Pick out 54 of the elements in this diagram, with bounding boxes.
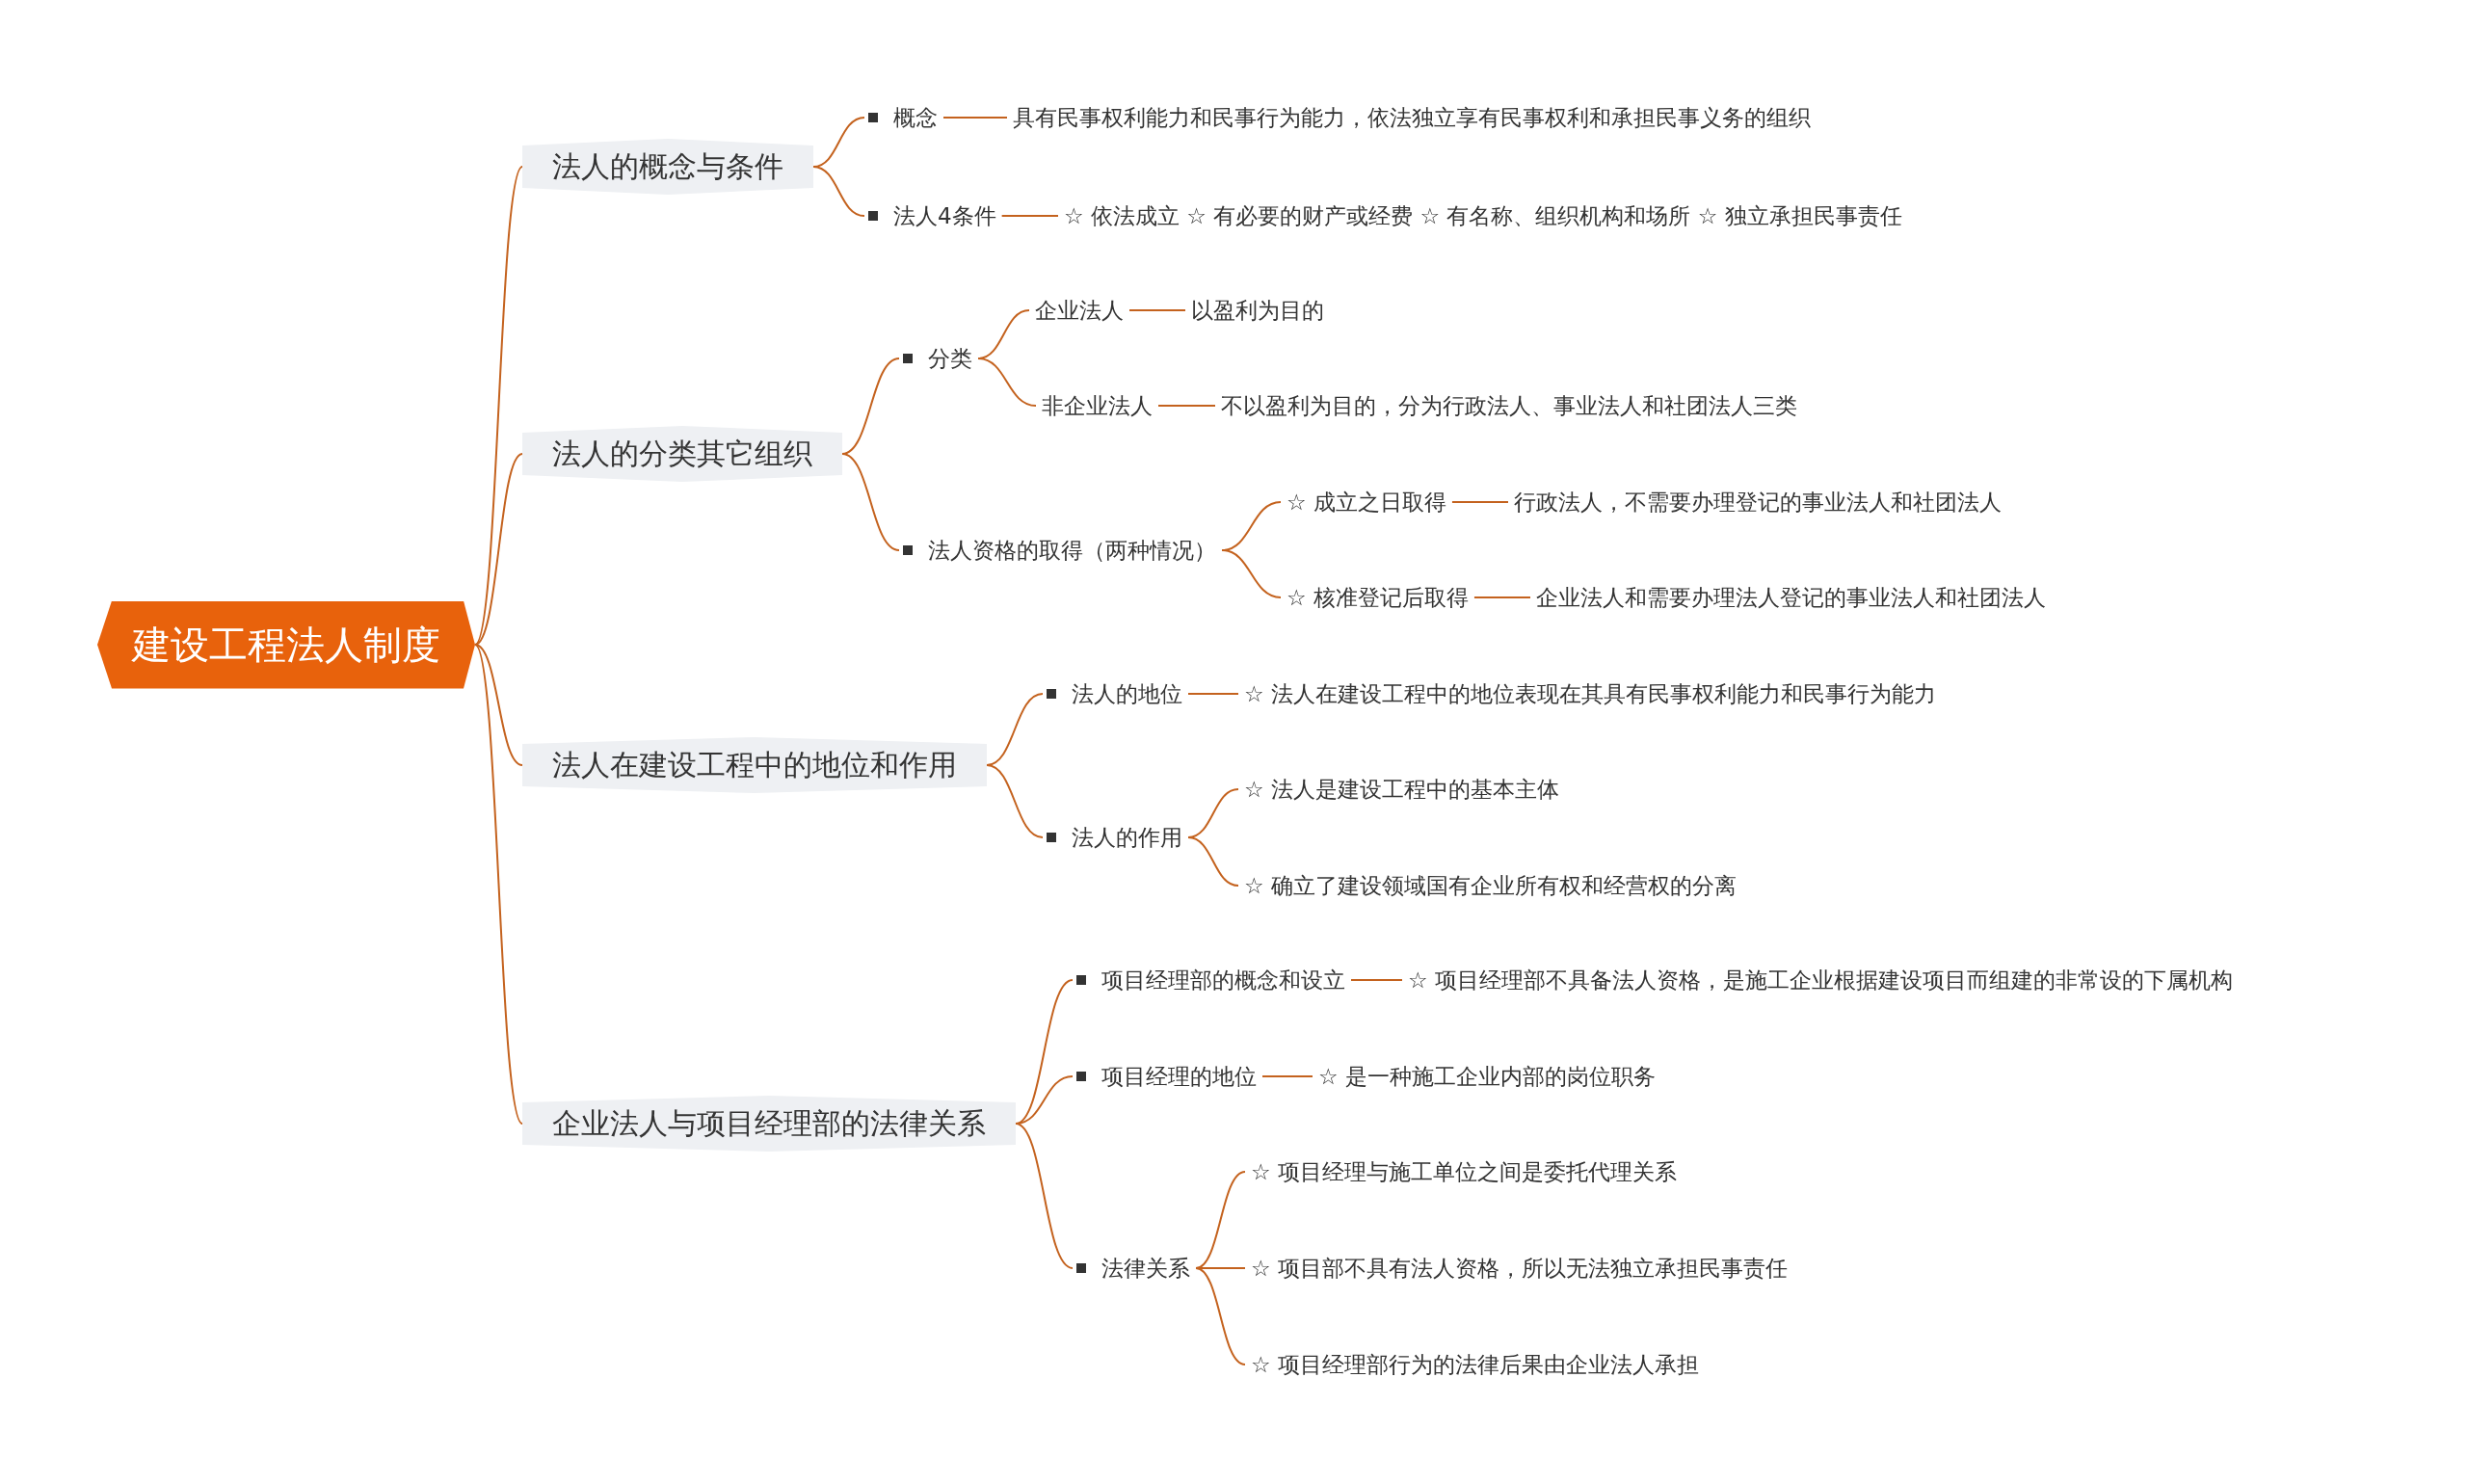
topic-text: 行政法人，不需要办理登记的事业法人和社团法人	[1508, 486, 2007, 518]
topic-text: ☆ 项目经理部不具备法人资格，是施工企业根据建设项目而组建的非常设的下属机构	[1402, 964, 2239, 996]
topic-text: ☆ 成立之日取得	[1281, 486, 1452, 518]
connector-line	[474, 453, 523, 646]
connector-line	[1000, 215, 1059, 217]
topic-text: 企业法人和需要办理法人登记的事业法人和社团法人	[1530, 581, 2052, 614]
topic-text: 企业法人	[1029, 294, 1129, 327]
topic-text: 以盈利为目的	[1185, 294, 1330, 327]
connector-line	[474, 644, 523, 766]
topic-text: 具有民事权利能力和民事行为能力，依法独立享有民事权利和承担民事义务的组织	[1007, 101, 1817, 134]
subtopic-label: 法人的作用	[1072, 823, 1182, 852]
topic-text: ☆ 是一种施工企业内部的岗位职务	[1313, 1060, 1661, 1093]
topic-text: 非企业法人	[1036, 389, 1158, 422]
topic-text: ☆ 项目经理部行为的法律后果由企业法人承担	[1245, 1348, 1705, 1381]
connector-line	[986, 764, 1044, 838]
connector-line	[977, 358, 1037, 407]
connector-line	[812, 166, 865, 217]
topic-text: ☆ 核准登记后取得	[1281, 581, 1474, 614]
subtopic-label: 法律关系	[1101, 1254, 1190, 1283]
subtopic-label: 项目经理部的概念和设立	[1101, 966, 1345, 994]
topic-text: ☆ 确立了建设领域国有企业所有权和经营权的分离	[1238, 869, 1742, 902]
connector-line	[474, 166, 523, 646]
connector-line	[1128, 309, 1186, 311]
subtopic-label: 概念	[893, 103, 938, 132]
subtopic-label: 法人资格的取得（两种情况）	[928, 536, 1216, 565]
topic-text: ☆ 项目经理与施工单位之间是委托代理关系	[1245, 1155, 1683, 1188]
topic-text: ☆ 法人在建设工程中的地位表现在其具有民事权利能力和民事行为能力	[1238, 677, 1942, 710]
connector-line	[1157, 405, 1216, 407]
connector-line	[841, 453, 900, 551]
branch-topic: 法人在建设工程中的地位和作用	[522, 737, 987, 793]
subtopic-label: 法人的地位	[1072, 679, 1182, 708]
connector-line	[1195, 1171, 1246, 1269]
connector-line	[1450, 501, 1509, 503]
central-topic: 建设工程法人制度	[97, 600, 475, 689]
subtopic-label: 法人4条件	[893, 201, 996, 230]
connector-line	[1221, 549, 1282, 598]
branch-topic: 企业法人与项目经理部的法律关系	[522, 1096, 1016, 1152]
connector-line	[1350, 979, 1403, 981]
connector-line	[1015, 1123, 1074, 1269]
connector-line	[1187, 836, 1239, 887]
connector-line	[1472, 596, 1531, 598]
topic-text: 不以盈利为目的，分为行政法人、事业法人和社团法人三类	[1215, 389, 1803, 422]
connector-line	[1187, 693, 1239, 695]
subtopic-label: 项目经理的地位	[1101, 1062, 1257, 1091]
branch-topic: 法人的概念与条件	[522, 139, 813, 195]
topic-text: ☆ 法人是建设工程中的基本主体	[1238, 773, 1565, 806]
connector-line	[942, 117, 1008, 119]
topic-text: ☆ 依法成立 ☆ 有必要的财产或经费 ☆ 有名称、组织机构和场所 ☆ 独立承担民事责任	[1058, 199, 1908, 232]
connector-line	[1261, 1075, 1313, 1077]
branch-topic: 法人的分类其它组织	[522, 426, 842, 482]
connector-line	[474, 644, 523, 1125]
subtopic-label: 分类	[928, 344, 972, 373]
connector-line	[1195, 1267, 1246, 1365]
topic-text: ☆ 项目部不具有法人资格，所以无法独立承担民事责任	[1245, 1252, 1793, 1285]
